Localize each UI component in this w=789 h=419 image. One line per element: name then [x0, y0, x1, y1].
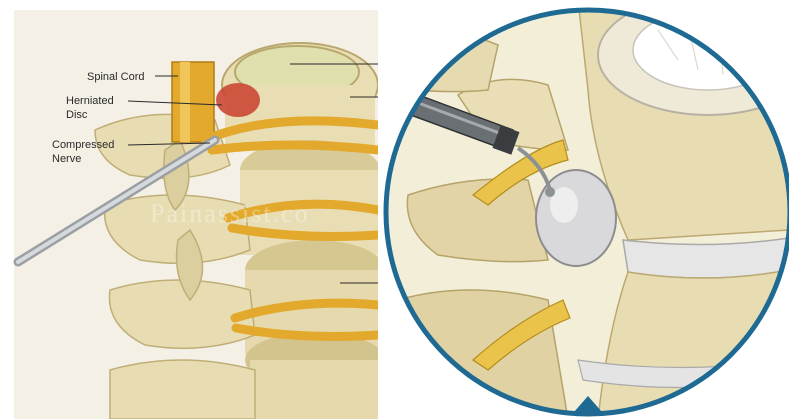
watermark-text: Painassist.co	[150, 199, 310, 228]
left-spine-figure: Spinal Cord Herniated Disc Compressed Ne…	[0, 0, 378, 419]
label-herniated-disc-line1: Herniated	[66, 95, 114, 107]
herniated-disc-bulge	[216, 83, 260, 117]
right-closeup-illustration	[378, 0, 789, 419]
label-compressed-nerve-line1: Compressed	[52, 139, 114, 151]
label-herniated-disc-line2: Disc	[66, 109, 88, 121]
spinal-cord	[172, 62, 214, 142]
closeup-figure	[378, 0, 789, 419]
label-spinal-cord: Spinal Cord	[87, 71, 144, 83]
left-spine-illustration: Spinal Cord Herniated Disc Compressed Ne…	[0, 0, 378, 419]
label-compressed-nerve-line2: Nerve	[52, 153, 81, 165]
